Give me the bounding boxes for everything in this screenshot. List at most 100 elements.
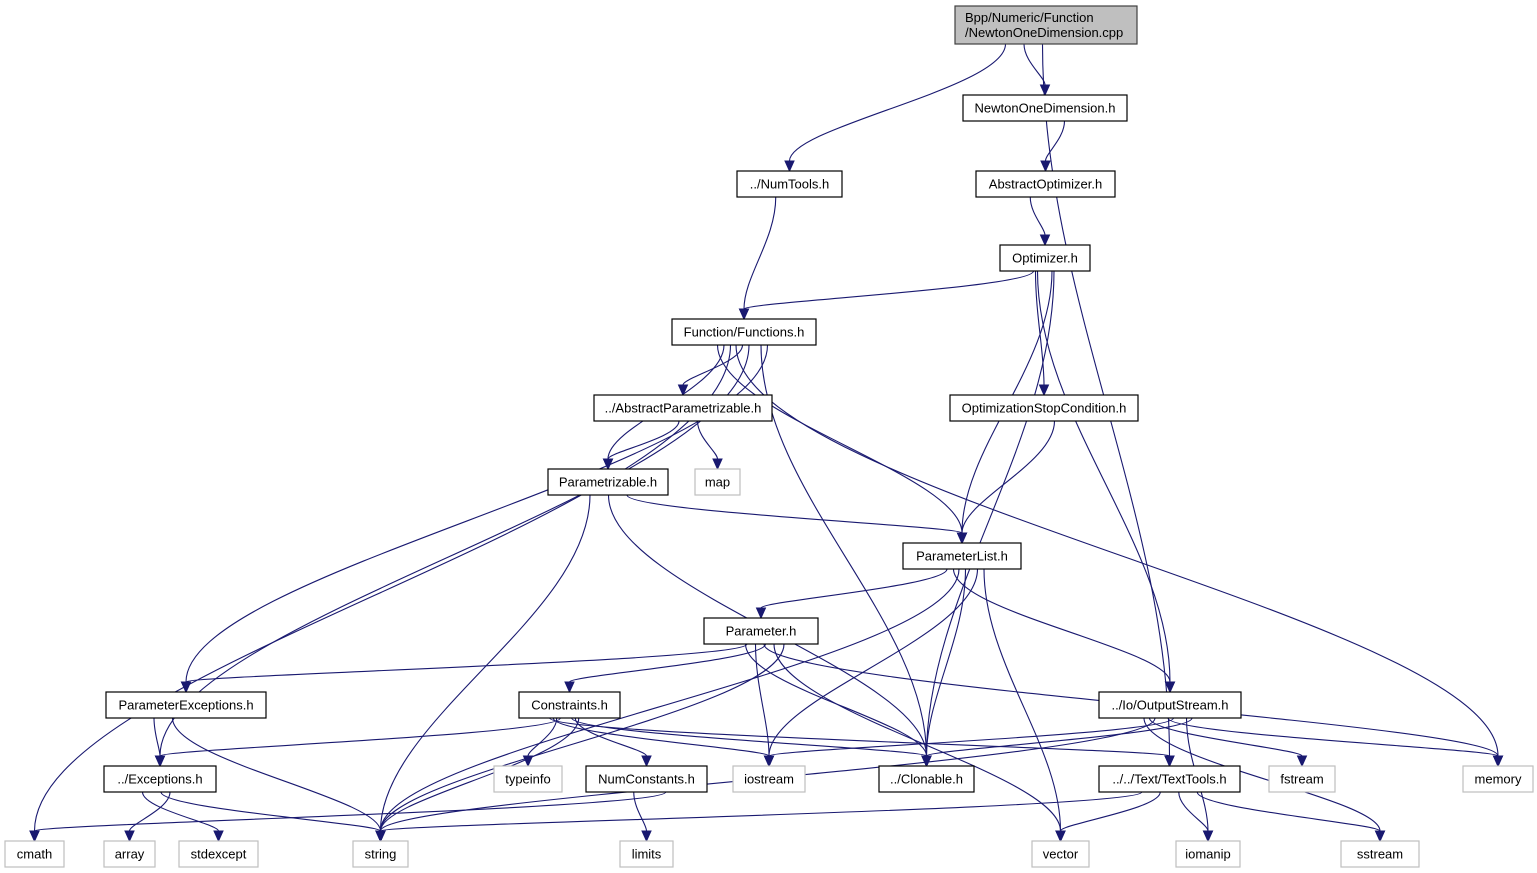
node-box (736, 170, 843, 198)
node-box (1098, 691, 1242, 719)
nodes-layer: Bpp/Numeric/Function/NewtonOneDimension.… (4, 5, 1534, 868)
arrowhead-icon (641, 755, 652, 768)
edge-numconst-to-cmath (29, 791, 667, 843)
edge-line (141, 791, 220, 832)
node-label: ParameterList.h (916, 549, 1008, 564)
edge-optimizer-to-optstop (1034, 270, 1050, 397)
edge-optstop-to-paramlist (956, 420, 1056, 545)
node-label: ParameterExceptions.h (118, 698, 253, 713)
edge-line (1036, 270, 1171, 683)
arrowhead-icon (154, 755, 166, 768)
node-box (732, 765, 806, 793)
arrowhead-icon (602, 458, 614, 471)
arrowhead-icon (124, 830, 135, 843)
node-box (103, 840, 156, 868)
node-stdexcept: stdexcept (178, 840, 259, 868)
node-box (585, 765, 708, 793)
node-optimizer[interactable]: Optimizer.h (999, 244, 1091, 272)
node-parameter[interactable]: Parameter.h (703, 617, 819, 645)
edge-paramlist-to-parameter (755, 568, 948, 620)
edge-line (760, 568, 948, 609)
edge-absopt-to-optimizer (1029, 196, 1051, 247)
edge-line (607, 420, 680, 460)
node-box (694, 468, 741, 496)
node-absparam[interactable]: ../AbstractParametrizable.h (593, 394, 773, 422)
edge-line (788, 43, 1007, 162)
node-paramlist[interactable]: ParameterList.h (902, 542, 1022, 570)
node-label: ../Clonable.h (890, 772, 963, 787)
node-functions[interactable]: Function/Functions.h (671, 318, 817, 346)
edge-constraints-to-texttools (549, 717, 1175, 768)
node-parametrizable[interactable]: Parametrizable.h (547, 468, 669, 496)
edge-line (925, 568, 967, 757)
edge-line (952, 568, 1171, 683)
node-exceptions[interactable]: ../Exceptions.h (103, 765, 217, 793)
node-box (593, 394, 773, 422)
edge-line (153, 717, 161, 757)
node-iomanip: iomanip (1175, 840, 1241, 868)
edge-line (574, 717, 648, 757)
arrowhead-icon (763, 755, 775, 768)
arrowhead-icon (1374, 830, 1386, 843)
node-root[interactable]: Bpp/Numeric/Function/NewtonOneDimension.… (954, 5, 1138, 45)
node-label: array (115, 847, 145, 862)
edge-line (379, 643, 785, 832)
edge-line (1059, 791, 1161, 832)
edge-line (754, 643, 770, 757)
node-label: Parameter.h (726, 624, 797, 639)
node-clonable[interactable]: ../Clonable.h (878, 765, 975, 793)
node-texttools[interactable]: ../../Text/TextTools.h (1098, 765, 1241, 793)
node-numconst[interactable]: NumConstants.h (585, 765, 708, 793)
node-label: NumConstants.h (598, 772, 695, 787)
edge-root-to-numtools (784, 43, 1007, 173)
edge-line (626, 494, 963, 534)
edge-line (552, 717, 770, 757)
edge-functions-to-paramlist (716, 344, 968, 545)
edge-line (1167, 717, 1499, 757)
arrowhead-icon (1296, 755, 1308, 768)
node-newton_h[interactable]: NewtonOneDimension.h (962, 94, 1128, 122)
edge-optimizer-to-outputstream (1036, 270, 1176, 694)
node-constraints[interactable]: Constraints.h (518, 691, 621, 719)
node-outputstream[interactable]: ../Io/OutputStream.h (1098, 691, 1242, 719)
edge-functions-to-absparam (677, 344, 744, 397)
node-label: ../AbstractParametrizable.h (605, 401, 762, 416)
node-label: ../Io/OutputStream.h (1111, 698, 1228, 713)
node-box (1175, 840, 1241, 868)
node-label: NewtonOneDimension.h (975, 101, 1116, 116)
edge-line (379, 494, 591, 832)
edge-parameter-to-constraints (564, 643, 767, 694)
node-array: array (103, 840, 156, 868)
node-numtools[interactable]: ../NumTools.h (736, 170, 843, 198)
edge-texttools-to-sstream (1196, 791, 1386, 843)
node-cmath: cmath (4, 840, 65, 868)
edge-line (549, 717, 1171, 757)
edge-numconst-to-limits (633, 791, 652, 843)
node-box (878, 765, 975, 793)
edge-line (716, 344, 963, 534)
node-absopt[interactable]: AbstractOptimizer.h (975, 170, 1116, 198)
arrowhead-icon (784, 160, 795, 173)
node-label: map (705, 475, 730, 490)
node-paramexc[interactable]: ParameterExceptions.h (105, 691, 267, 719)
edge-parameter-to-paramexc (180, 643, 748, 694)
edge-line (1044, 120, 1066, 162)
edge-exceptions-to-array (124, 791, 171, 843)
node-label: Bpp/Numeric/Function (965, 10, 1094, 25)
edge-newton_h-to-absopt (1040, 120, 1066, 173)
node-optstop[interactable]: OptimizationStopCondition.h (949, 394, 1139, 422)
edge-line (961, 420, 1056, 534)
node-vector: vector (1031, 840, 1090, 868)
node-box (949, 394, 1139, 422)
arrowhead-icon (1055, 830, 1066, 843)
arrowhead-icon (956, 532, 968, 545)
node-label: AbstractOptimizer.h (989, 177, 1102, 192)
arrowhead-icon (1040, 160, 1051, 173)
node-box (619, 840, 674, 868)
edge-parameter-to-vector (773, 643, 1066, 843)
edge-line (379, 791, 1143, 832)
node-fstream: fstream (1268, 765, 1336, 793)
edge-root-to-newton_h (1023, 43, 1051, 97)
edge-line (760, 344, 928, 757)
